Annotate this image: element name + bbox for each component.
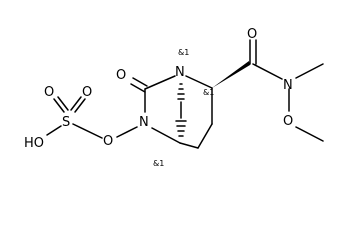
bond-amide-c-n [252,63,283,80]
atom-o-sulfonyl-top-left: O [44,85,54,100]
bond-n-ring-o-sulfate [116,126,138,138]
bond-n-ring-bridgehead [151,127,181,144]
bond-n-bridge-c-alpha [185,75,213,89]
atom-n-ring: N [139,115,149,130]
bond-c-alpha-amide-wedge [212,61,250,88]
atom-s-sulfur: S [62,115,70,130]
stereo-label-c-alpha: &1 [203,88,214,97]
atom-ho-group: HO [24,136,44,151]
bond-s-o-top-right-1 [70,96,82,111]
bond-o-sulfate-s [72,123,103,139]
bond-s-o-top-right-2 [74,98,86,113]
atom-n-bridge: N [175,65,185,80]
stereo-label-n-bridge: &1 [178,48,189,57]
stereo-label-c-bridgehead: &1 [153,159,164,168]
bond-o-methoxy-methyl [295,126,324,142]
stereo-label-layer: &1 &1 &1 [153,48,214,168]
atom-o-sulfate-link: O [103,134,113,149]
atom-o-methoxy: O [283,114,293,129]
atom-o-sulfonyl-top-right: O [82,85,92,100]
bond-ch2-bridgehead [179,142,199,149]
bond-bridgehead-hashed [175,120,187,137]
bond-s-ho [46,125,62,136]
molecule-structure: O N N O S O O HO O N O &1 &1 &1 [24,27,324,168]
bond-amide-n-methyl [295,63,324,79]
atom-o-amide: O [247,27,257,42]
bond-ch2-ch2 [197,123,213,149]
atom-o-carbonyl-ring: O [116,68,126,83]
bond-s-o-top-left-2 [57,96,69,111]
atom-label-layer: O N N O S O O HO O N O [24,27,293,151]
bond-carbonyl-ring-2 [132,77,148,87]
bond-s-o-top-left-1 [53,98,65,113]
bond-carbonyl-ring-1 [130,83,146,93]
bond-methylene-bridge-hashed [177,83,185,100]
bond-layer [46,39,324,149]
bond-carbonyl-n-bridge [144,75,176,90]
atom-n-amide: N [283,78,293,93]
